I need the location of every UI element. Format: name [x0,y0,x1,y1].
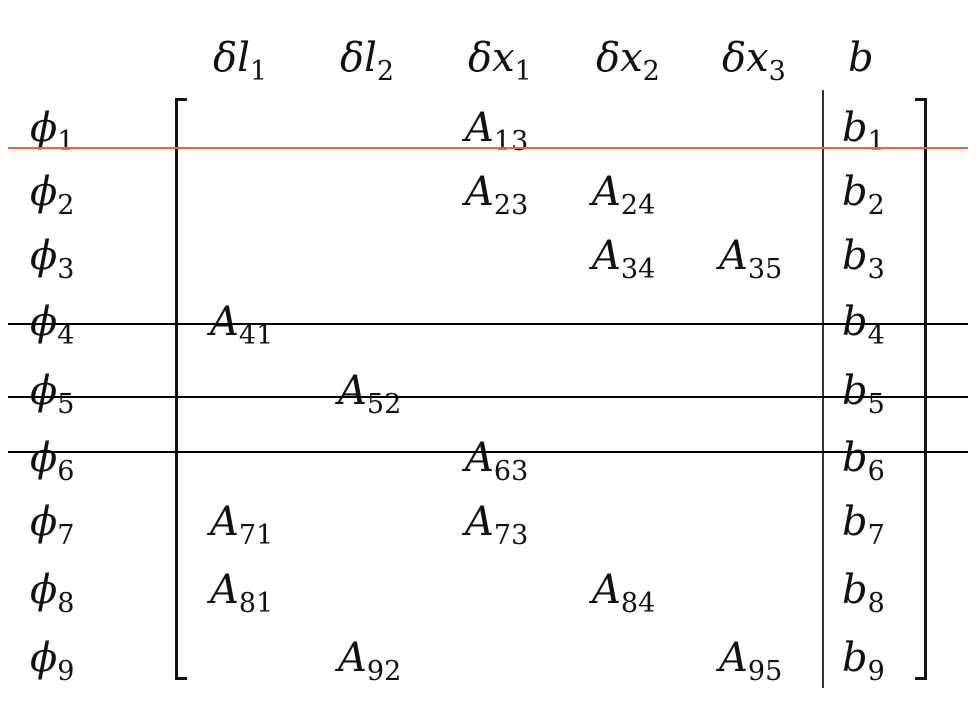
column-header: δl2 [340,35,395,87]
matrix-entry: A34 [592,233,656,285]
row-label: ϕ5 [30,368,75,420]
strike-line [8,451,968,453]
matrix-entry: A95 [719,635,783,687]
rhs-entry: b5 [842,368,885,420]
matrix-entry: A92 [338,635,402,687]
row-label: ϕ4 [30,299,75,351]
column-header: b [848,35,874,81]
strike-line [8,396,968,398]
matrix-entry: A13 [465,105,529,157]
row-label: ϕ9 [30,635,75,687]
matrix-entry: A35 [719,233,783,285]
rhs-entry: b7 [842,499,885,551]
rhs-entry: b9 [842,635,885,687]
matrix-entry: A52 [338,368,402,420]
column-header: δx1 [468,35,532,87]
rhs-entry: b4 [842,299,885,351]
row-label: ϕ1 [30,105,75,157]
rhs-entry: b8 [842,567,885,619]
left-bracket [175,98,187,680]
row-label: ϕ6 [30,435,75,487]
matrix-entry: A23 [465,169,529,221]
rhs-entry: b6 [842,435,885,487]
row-label: ϕ3 [30,233,75,285]
rhs-entry: b1 [842,105,885,157]
matrix-entry: A24 [592,169,656,221]
augment-separator [822,90,824,688]
matrix-entry: A63 [465,435,529,487]
right-bracket [915,98,927,680]
rhs-entry: b2 [842,169,885,221]
matrix-entry: A71 [210,499,274,551]
column-header: δx3 [722,35,786,87]
rhs-entry: b3 [842,233,885,285]
highlight-line [8,147,968,149]
matrix-entry: A73 [465,499,529,551]
matrix-entry: A81 [210,567,274,619]
row-label: ϕ2 [30,169,75,221]
matrix-entry: A84 [592,567,656,619]
matrix-entry: A41 [210,299,274,351]
column-header: δx2 [596,35,660,87]
row-label: ϕ7 [30,499,75,551]
row-label: ϕ8 [30,567,75,619]
column-header: δl1 [213,35,268,87]
strike-line [8,323,968,325]
